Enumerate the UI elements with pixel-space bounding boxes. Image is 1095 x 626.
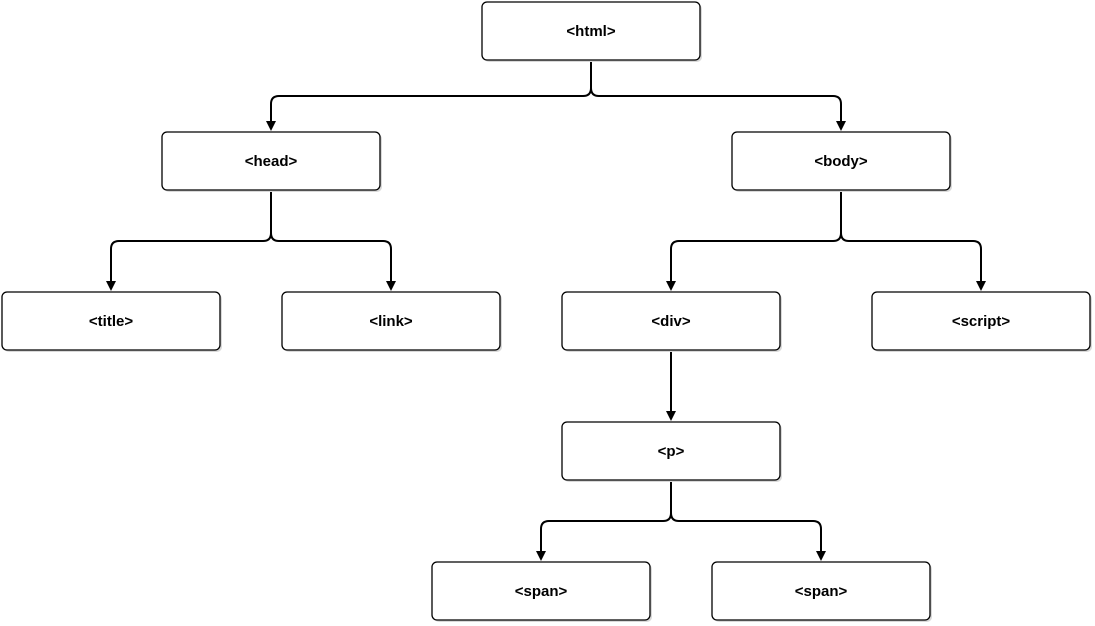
node-box: [431, 561, 651, 621]
edge-html-to-head: [266, 60, 592, 131]
edge-line: [110, 190, 272, 282]
node-box: [711, 561, 931, 621]
node-box: [1, 291, 221, 351]
node-box: [161, 131, 381, 191]
node-label: <span>: [795, 583, 848, 600]
arrowhead-icon: [836, 121, 846, 131]
node-box: [481, 1, 701, 61]
node-box: [871, 291, 1091, 351]
node-span2: <span>: [711, 561, 932, 622]
edge-line: [540, 480, 672, 552]
node-head: <head>: [161, 131, 382, 192]
node-box: [281, 291, 501, 351]
node-p: <p>: [561, 421, 782, 482]
edge-line: [270, 190, 392, 282]
node-label: <body>: [814, 153, 868, 170]
edge-p-to-span2: [670, 480, 826, 561]
edge-head-to-link: [270, 190, 396, 291]
node-label: <head>: [245, 153, 298, 170]
arrowhead-icon: [386, 281, 396, 291]
node-html: <html>: [481, 1, 702, 62]
edge-body-to-script: [840, 190, 986, 291]
node-box: [561, 291, 781, 351]
node-label: <script>: [952, 313, 1011, 330]
arrowhead-icon: [266, 121, 276, 131]
arrowhead-icon: [536, 551, 546, 561]
arrowhead-icon: [106, 281, 116, 291]
edge-html-to-body: [590, 60, 846, 131]
node-link: <link>: [281, 291, 502, 352]
edge-line: [270, 60, 592, 122]
node-script: <script>: [871, 291, 1092, 352]
edge-head-to-title: [106, 190, 272, 291]
node-label: <span>: [515, 583, 568, 600]
edge-p-to-span1: [536, 480, 672, 561]
node-box: [561, 421, 781, 481]
node-body: <body>: [731, 131, 952, 192]
arrowhead-icon: [976, 281, 986, 291]
arrowhead-icon: [666, 411, 676, 421]
node-label: <link>: [369, 313, 413, 330]
edge-body-to-div: [666, 190, 842, 291]
arrowhead-icon: [666, 281, 676, 291]
node-box: [731, 131, 951, 191]
node-label: <html>: [566, 23, 615, 40]
node-title: <title>: [1, 291, 222, 352]
node-label: <div>: [651, 313, 690, 330]
edge-line: [670, 190, 842, 282]
edge-line: [840, 190, 982, 282]
edges-layer: [106, 60, 986, 561]
edge-div-to-p: [666, 350, 676, 421]
node-div: <div>: [561, 291, 782, 352]
edge-line: [590, 60, 842, 122]
node-span1: <span>: [431, 561, 652, 622]
node-label: <p>: [658, 443, 685, 460]
arrowhead-icon: [816, 551, 826, 561]
edge-line: [670, 480, 822, 552]
node-label: <title>: [89, 313, 133, 330]
